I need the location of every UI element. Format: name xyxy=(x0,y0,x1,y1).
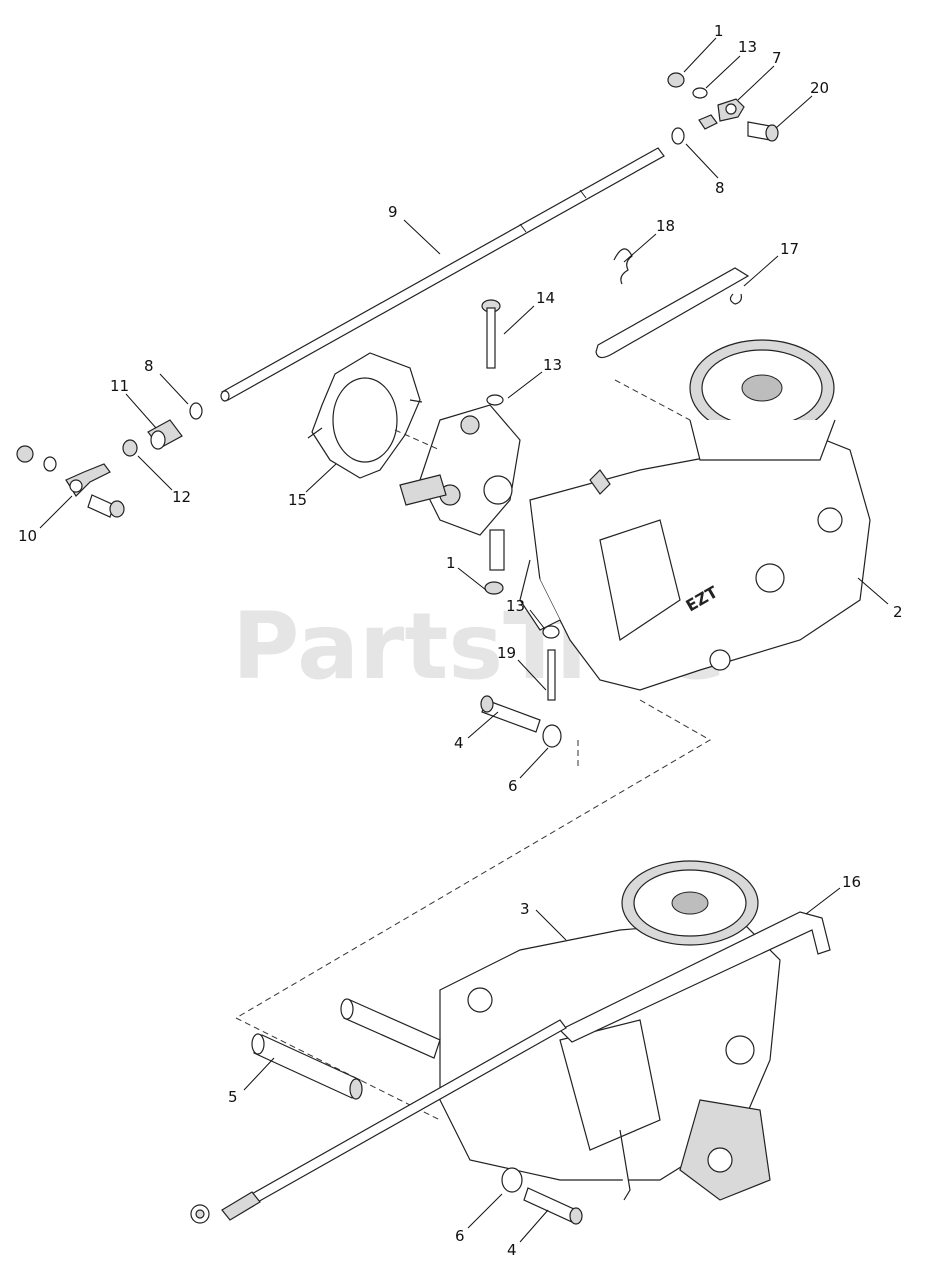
bracket-17 xyxy=(595,267,750,359)
nut-12 xyxy=(122,439,138,457)
bracket-16 xyxy=(558,911,831,1043)
callout-13-low: 13 xyxy=(506,597,525,615)
callout-2: 2 xyxy=(893,603,903,621)
callout-4-top: 4 xyxy=(454,734,464,752)
nut-8-left xyxy=(189,402,203,420)
alignment-line-e xyxy=(394,429,441,451)
callout-6-bottom: 6 xyxy=(455,1227,465,1245)
callout-9: 9 xyxy=(388,203,398,221)
alignment-line-a xyxy=(614,379,691,421)
callout-8-left: 8 xyxy=(144,357,154,375)
callout-20: 20 xyxy=(810,79,829,97)
nut-10 xyxy=(16,445,34,463)
washer-6-bottom xyxy=(501,1167,523,1193)
callout-12: 12 xyxy=(172,488,191,506)
callout-13-mid: 13 xyxy=(543,356,562,374)
transmission-right-2: EZT xyxy=(519,339,871,691)
callout-1-top: 1 xyxy=(714,22,724,40)
callout-10: 10 xyxy=(18,527,37,545)
callout-14: 14 xyxy=(536,289,555,307)
transmission-left-3 xyxy=(439,860,781,1201)
callout-15: 15 xyxy=(288,491,307,509)
leader-lines xyxy=(39,37,889,1243)
callout-18: 18 xyxy=(656,217,675,235)
upper-linkage-hardware xyxy=(667,72,779,145)
callout-17: 17 xyxy=(780,240,799,258)
callout-16: 16 xyxy=(842,873,861,891)
callout-8-top: 8 xyxy=(715,179,725,197)
callout-13-top: 13 xyxy=(738,38,757,56)
control-rod-9 xyxy=(220,147,665,402)
washer-6-top xyxy=(542,724,562,748)
bolt-10 xyxy=(87,494,115,518)
callout-4-bottom: 4 xyxy=(507,1241,517,1259)
washer-13-top xyxy=(692,87,708,99)
callouts: 1 13 7 20 8 9 18 17 14 13 8 11 12 10 15 … xyxy=(18,22,903,1259)
callout-6-top: 6 xyxy=(508,777,518,795)
brake-plate-15 xyxy=(307,352,423,479)
nut-1-top xyxy=(667,72,685,88)
washer-10 xyxy=(43,456,57,472)
jam-nut-7 xyxy=(698,114,718,130)
callout-5: 5 xyxy=(228,1088,238,1106)
washer-13-low xyxy=(542,625,560,639)
bolt-19 xyxy=(547,649,556,701)
clip-18 xyxy=(613,248,633,285)
callout-1-mid: 1 xyxy=(446,554,456,572)
alignment-line-b xyxy=(235,699,711,1019)
lower-control-rod xyxy=(190,1019,567,1224)
nut-8-top xyxy=(671,127,685,145)
alignment-line-c xyxy=(235,1017,441,1121)
callout-3: 3 xyxy=(520,900,530,918)
brake-arm-assembly xyxy=(399,404,521,595)
spring-clip-17 xyxy=(729,293,742,305)
nut-1-mid xyxy=(484,581,504,595)
callout-7: 7 xyxy=(772,49,782,67)
bolt-4-bottom xyxy=(523,1187,577,1223)
callout-11: 11 xyxy=(110,377,129,395)
axle-tube-5 xyxy=(251,998,441,1100)
left-linkage-hardware xyxy=(16,402,203,518)
callout-19: 19 xyxy=(497,644,516,662)
washer-13-mid xyxy=(486,394,504,406)
bolt-stack-mid xyxy=(481,299,504,406)
